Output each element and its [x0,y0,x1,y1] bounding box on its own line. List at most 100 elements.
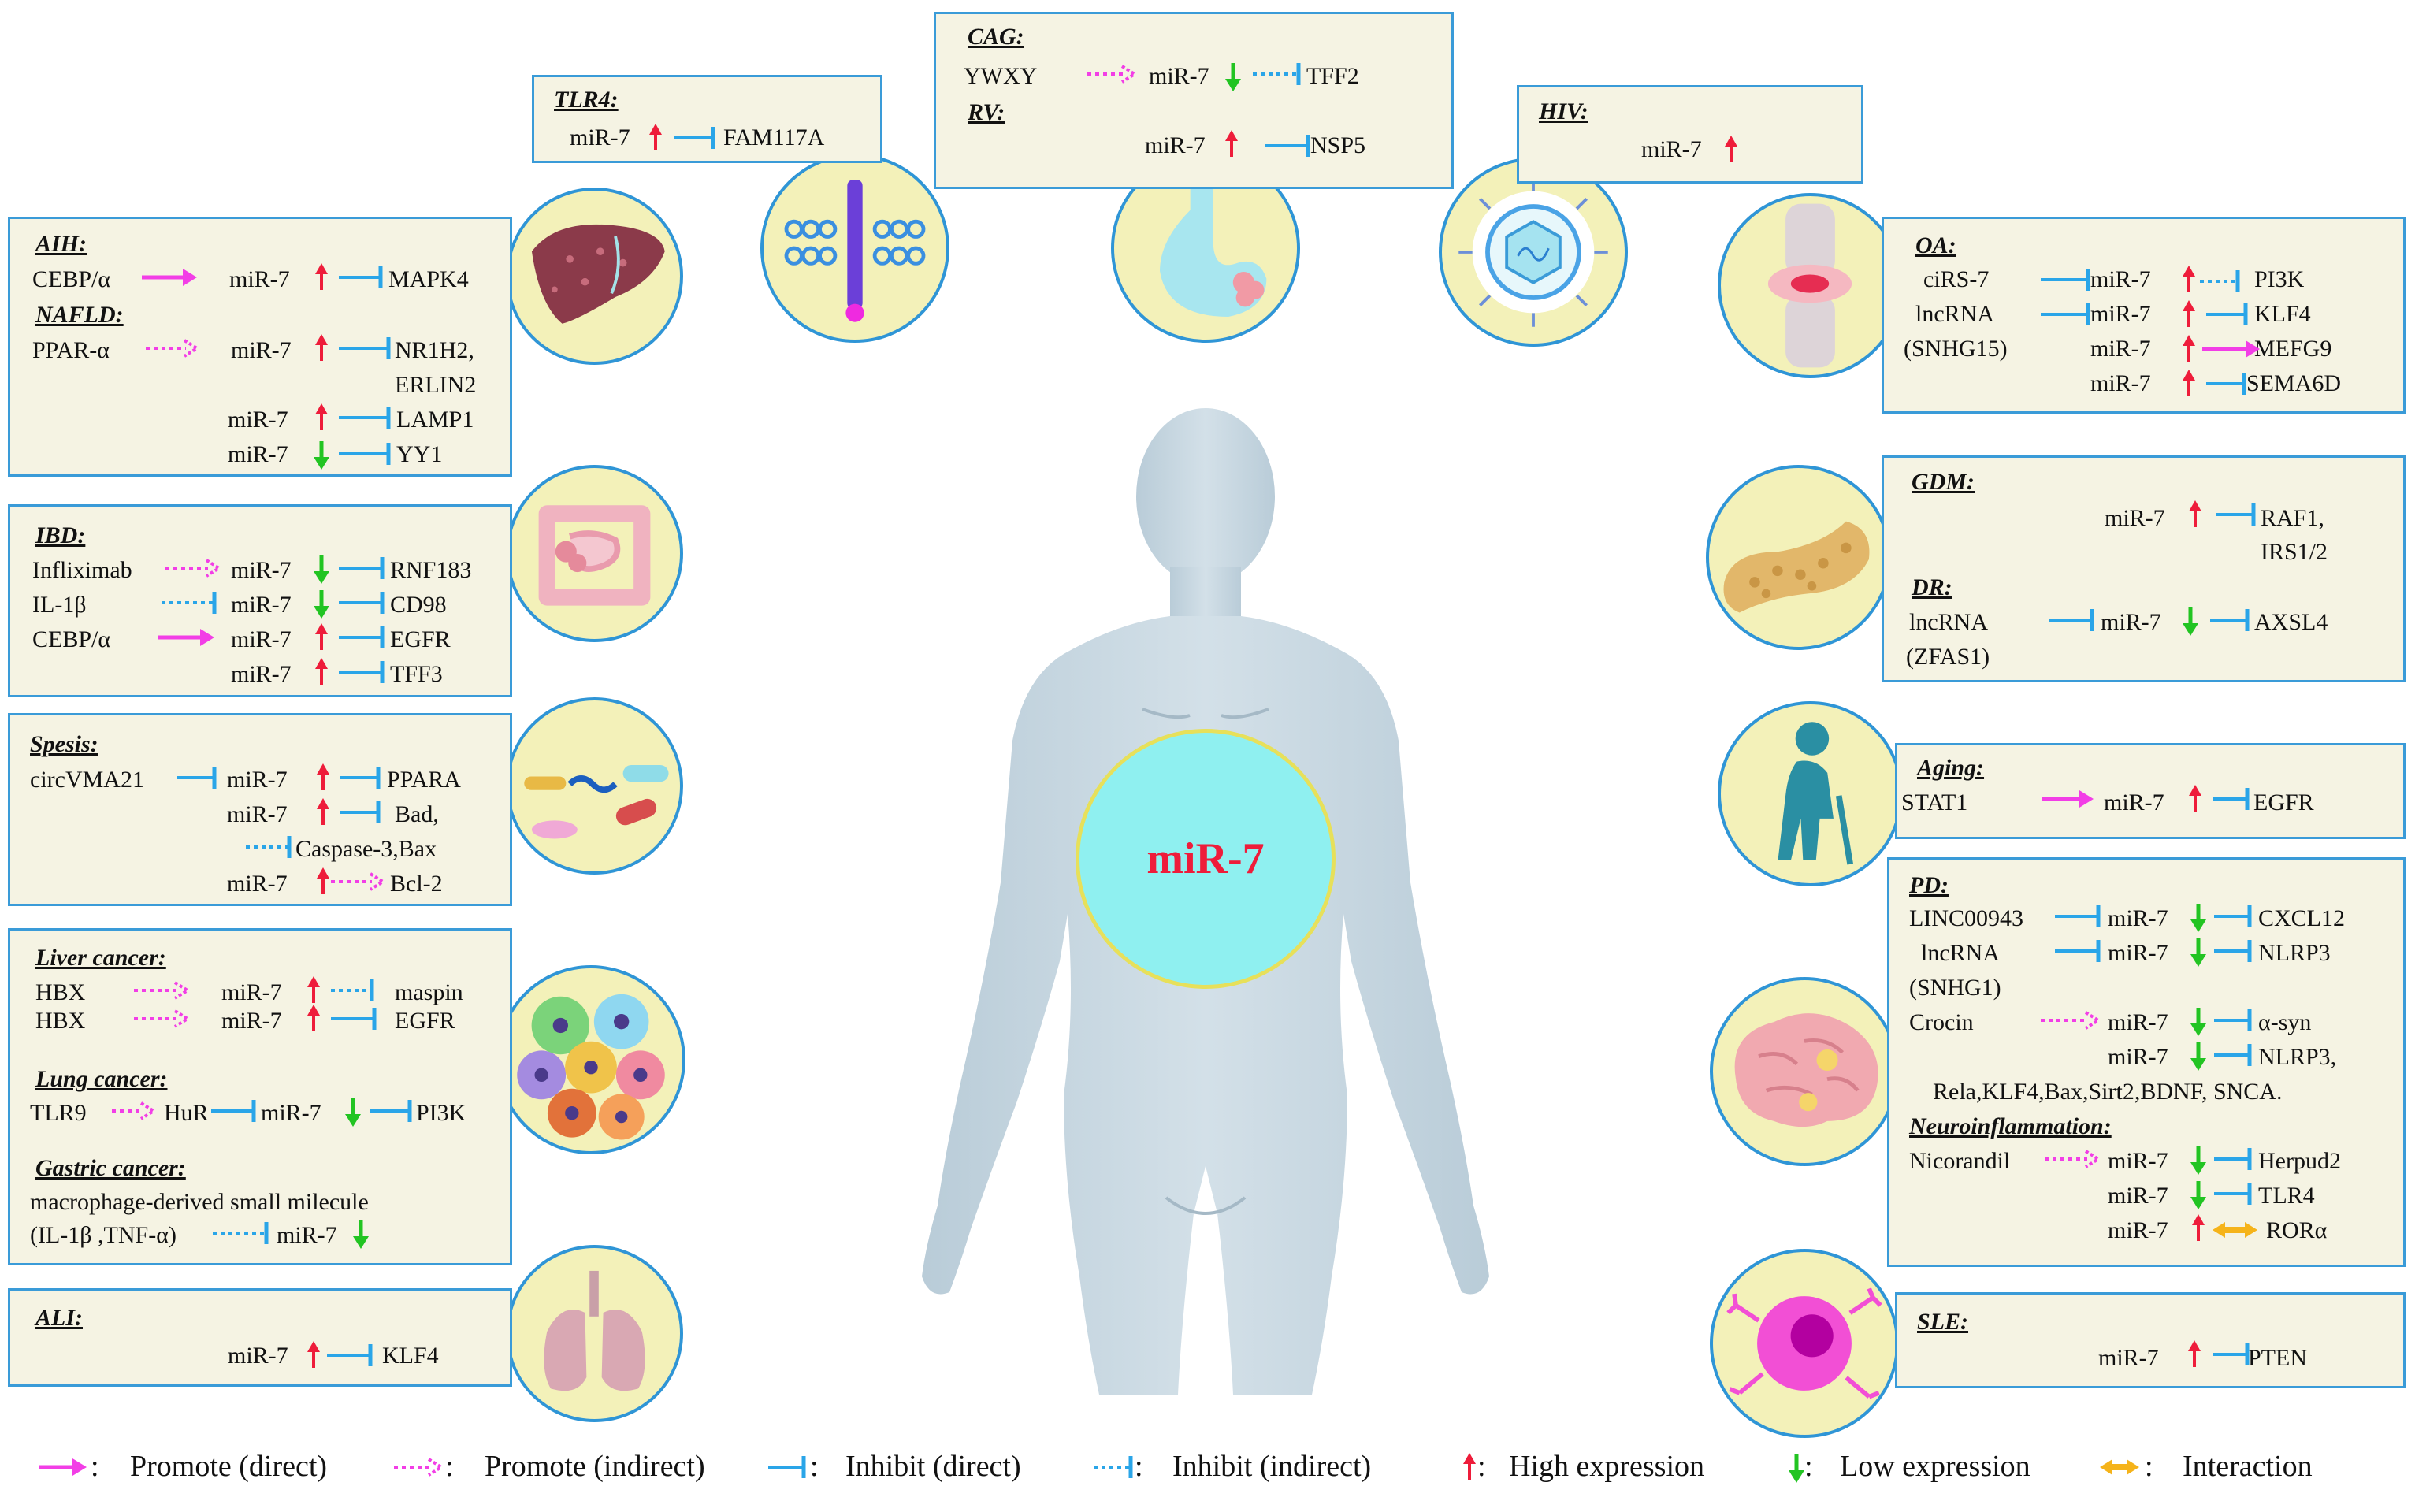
pd-mir8: miR-7 [2108,1217,2168,1243]
cancer-mir5: miR-7 [277,1222,337,1248]
pd-mir4: miR-7 [2108,1044,2168,1070]
oa-src1: ciRS-7 [1923,266,1990,292]
nafld-target4: YY1 [396,441,443,467]
promote-indirect-arrowhead-37 [369,872,386,891]
high-expression-arrow-50 [307,1341,320,1352]
sle-target: PTEN [2248,1345,2307,1371]
cancer-src3: TLR9 [30,1100,87,1126]
ibd-src1: Infliximab [32,557,132,583]
ibd-target1: RNF183 [390,557,472,583]
cag-target: TFF2 [1306,63,1359,89]
high-expression-arrow-56 [2183,300,2195,311]
legend-colon-2: : [445,1450,454,1483]
promote-indirect-arrowhead-38 [173,981,191,1000]
pd-line5: Rela,KLF4,Bax,Sirt2,BDNF, SNCA. [1933,1079,2283,1105]
cancer-src2: HBX [35,1008,86,1034]
aih-heading: AIH: [35,231,87,257]
rv-heading: RV: [968,99,1005,125]
sepsis-target3: Caspase-3,Bax [295,836,437,862]
dr-heading: DR: [1912,574,1952,600]
legend-colon-6: : [1804,1450,1813,1483]
cancer-cells-illustration [496,965,685,1154]
cag-rv-box: CAG: YWXY miR-7 TFF2 RV: miR-7 NSP5 [934,12,1454,189]
low-expression-arrow-65 [2183,623,2198,636]
gdm-mir1: miR-7 [2105,505,2165,531]
cancer-target2: EGFR [395,1008,455,1034]
promote-indirect-arrowhead-81 [2084,1150,2101,1168]
interaction-head-right-96 [2127,1459,2139,1475]
low-expression-arrow-49 [353,1236,369,1249]
ibd-src2: IL-1β [32,592,87,618]
oa-box: OA: ciRS-7 miR-7 PI3K lncRNA miR-7 KLF4 … [1882,217,2406,414]
cancer-src5: (IL-1β ,TNF-α) [30,1222,176,1248]
pd-heading: PD: [1909,872,1949,898]
ali-heading: ALI: [35,1305,83,1331]
aih-src1: CEBP/α [32,266,111,292]
high-expression-arrow-36 [317,867,329,879]
ibd-target3: EGFR [390,626,451,652]
cancer-line4: macrophage-derived small milecule [30,1189,369,1215]
pd-mir7: miR-7 [2108,1183,2168,1209]
promote-direct-arrowhead-67 [2079,790,2094,808]
human-body-silhouette [922,408,1489,1395]
nafld-heading: NAFLD: [35,302,124,328]
nafld-target3: LAMP1 [396,407,474,433]
oa-target3: MEFG9 [2254,336,2332,362]
oa-target1: PI3K [2254,266,2305,292]
liver-cancer-heading: Liver cancer: [35,945,166,971]
neuroinflammation-heading: Neuroinflammation: [1909,1113,2112,1139]
promote-indirect-arrowhead-3 [1120,65,1138,84]
high-expression-arrow-39 [307,976,320,987]
gdm-heading: GDM: [1912,469,1975,495]
aging-src: STAT1 [1901,789,1968,815]
promote-direct-arrowhead-59 [2246,340,2260,358]
dr-src2: lncRNA [1909,609,1988,635]
oa-src2: lncRNA [1915,301,1994,327]
sepsis-box: Spesis: circVMA21 miR-7 PPARA miR-7 Bad,… [8,713,512,906]
pd-target7: TLR4 [2258,1183,2315,1209]
low-expression-arrow-20 [314,571,329,584]
dr-target2: AXSL4 [2254,609,2328,635]
legend-interaction: Interaction [2183,1450,2313,1483]
hiv-heading: HIV: [1539,98,1588,124]
interaction-head-left-96 [2100,1459,2112,1475]
pd-mir2: miR-7 [2108,940,2168,966]
center-label: miR-7 [1146,834,1265,883]
sepsis-src1: circVMA21 [30,767,144,793]
legend-promote-direct: Promote (direct) [130,1450,328,1483]
oa-heading: OA: [1915,232,1956,258]
ibd-heading: IBD: [35,522,86,548]
low-expression-arrow-71 [2190,919,2206,932]
low-expression-arrow-4 [1225,79,1241,91]
high-expression-arrow-8 [1725,136,1737,147]
pancreas-illustration [1706,465,1891,650]
ibd-src3: CEBP/α [32,626,111,652]
low-expression-arrow-46 [345,1114,361,1127]
cag-src: YWXY [964,63,1038,89]
pd-mir3: miR-7 [2108,1009,2168,1035]
ali-box: ALI: miR-7 KLF4 [8,1288,512,1387]
pd-target1: CXCL12 [2258,905,2346,931]
low-expression-arrow-84 [2190,1197,2206,1209]
legend-colon-5: : [1477,1450,1486,1483]
high-expression-arrow-33 [317,798,329,809]
pd-target4: NLRP3, [2258,1044,2337,1070]
receptor-illustration [760,154,949,343]
promote-indirect-arrowhead-12 [183,339,200,358]
dr-src2b: (ZFAS1) [1906,644,1990,670]
promote-indirect-arrowhead-44 [139,1101,157,1120]
legend-colon-4: : [1135,1450,1143,1483]
ibd-box: IBD: Infliximab miR-7 RNF183 IL-1β miR-7… [8,504,512,697]
pd-src6: Nicorandil [1909,1148,2011,1174]
promote-indirect-arrowhead-41 [173,1009,191,1028]
gastric-cancer-heading: Gastric cancer: [35,1155,186,1181]
aging-box: Aging: STAT1 miR-7 EGFR [1895,743,2406,839]
legend: : Promote (direct) : Promote (indirect) … [0,1442,2415,1497]
gdm-target1a: RAF1, [2261,505,2324,531]
high-expression-arrow-58 [2183,335,2195,346]
high-expression-arrow-53 [2183,266,2195,277]
cancer-src1: HBX [35,979,86,1005]
high-expression-arrow-26 [315,623,328,634]
